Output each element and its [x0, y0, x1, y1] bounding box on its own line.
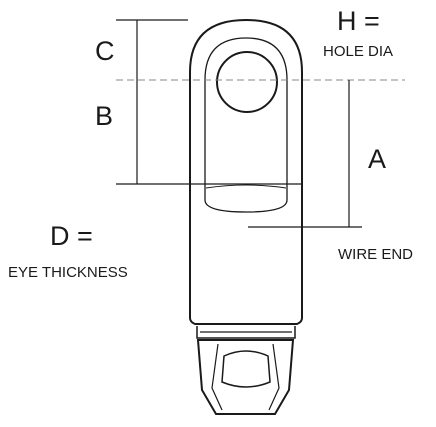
swage-facet-left: [211, 343, 223, 411]
terminal-body-outline: [189, 18, 303, 325]
label-b: B: [95, 101, 113, 131]
label-c: C: [95, 36, 115, 66]
label-d-equals: D =: [50, 221, 93, 251]
dimension-lines: [116, 19, 405, 228]
label-wire-end: WIRE END: [338, 246, 413, 263]
label-eye-thickness: EYE THICKNESS: [8, 264, 128, 281]
swage-center-face: [221, 350, 271, 388]
slot-base-line: [205, 184, 287, 189]
terminal-collar: [196, 326, 296, 339]
eye-slot: [204, 37, 288, 213]
eye-terminal-drawing: [189, 18, 303, 415]
swage-end-outline: [196, 339, 295, 415]
label-hole-dia: HOLE DIA: [323, 43, 393, 60]
label-h-equals: H =: [337, 6, 380, 36]
label-a: A: [368, 144, 386, 174]
hole-circle: [216, 51, 278, 113]
swage-facet-right: [268, 343, 280, 411]
